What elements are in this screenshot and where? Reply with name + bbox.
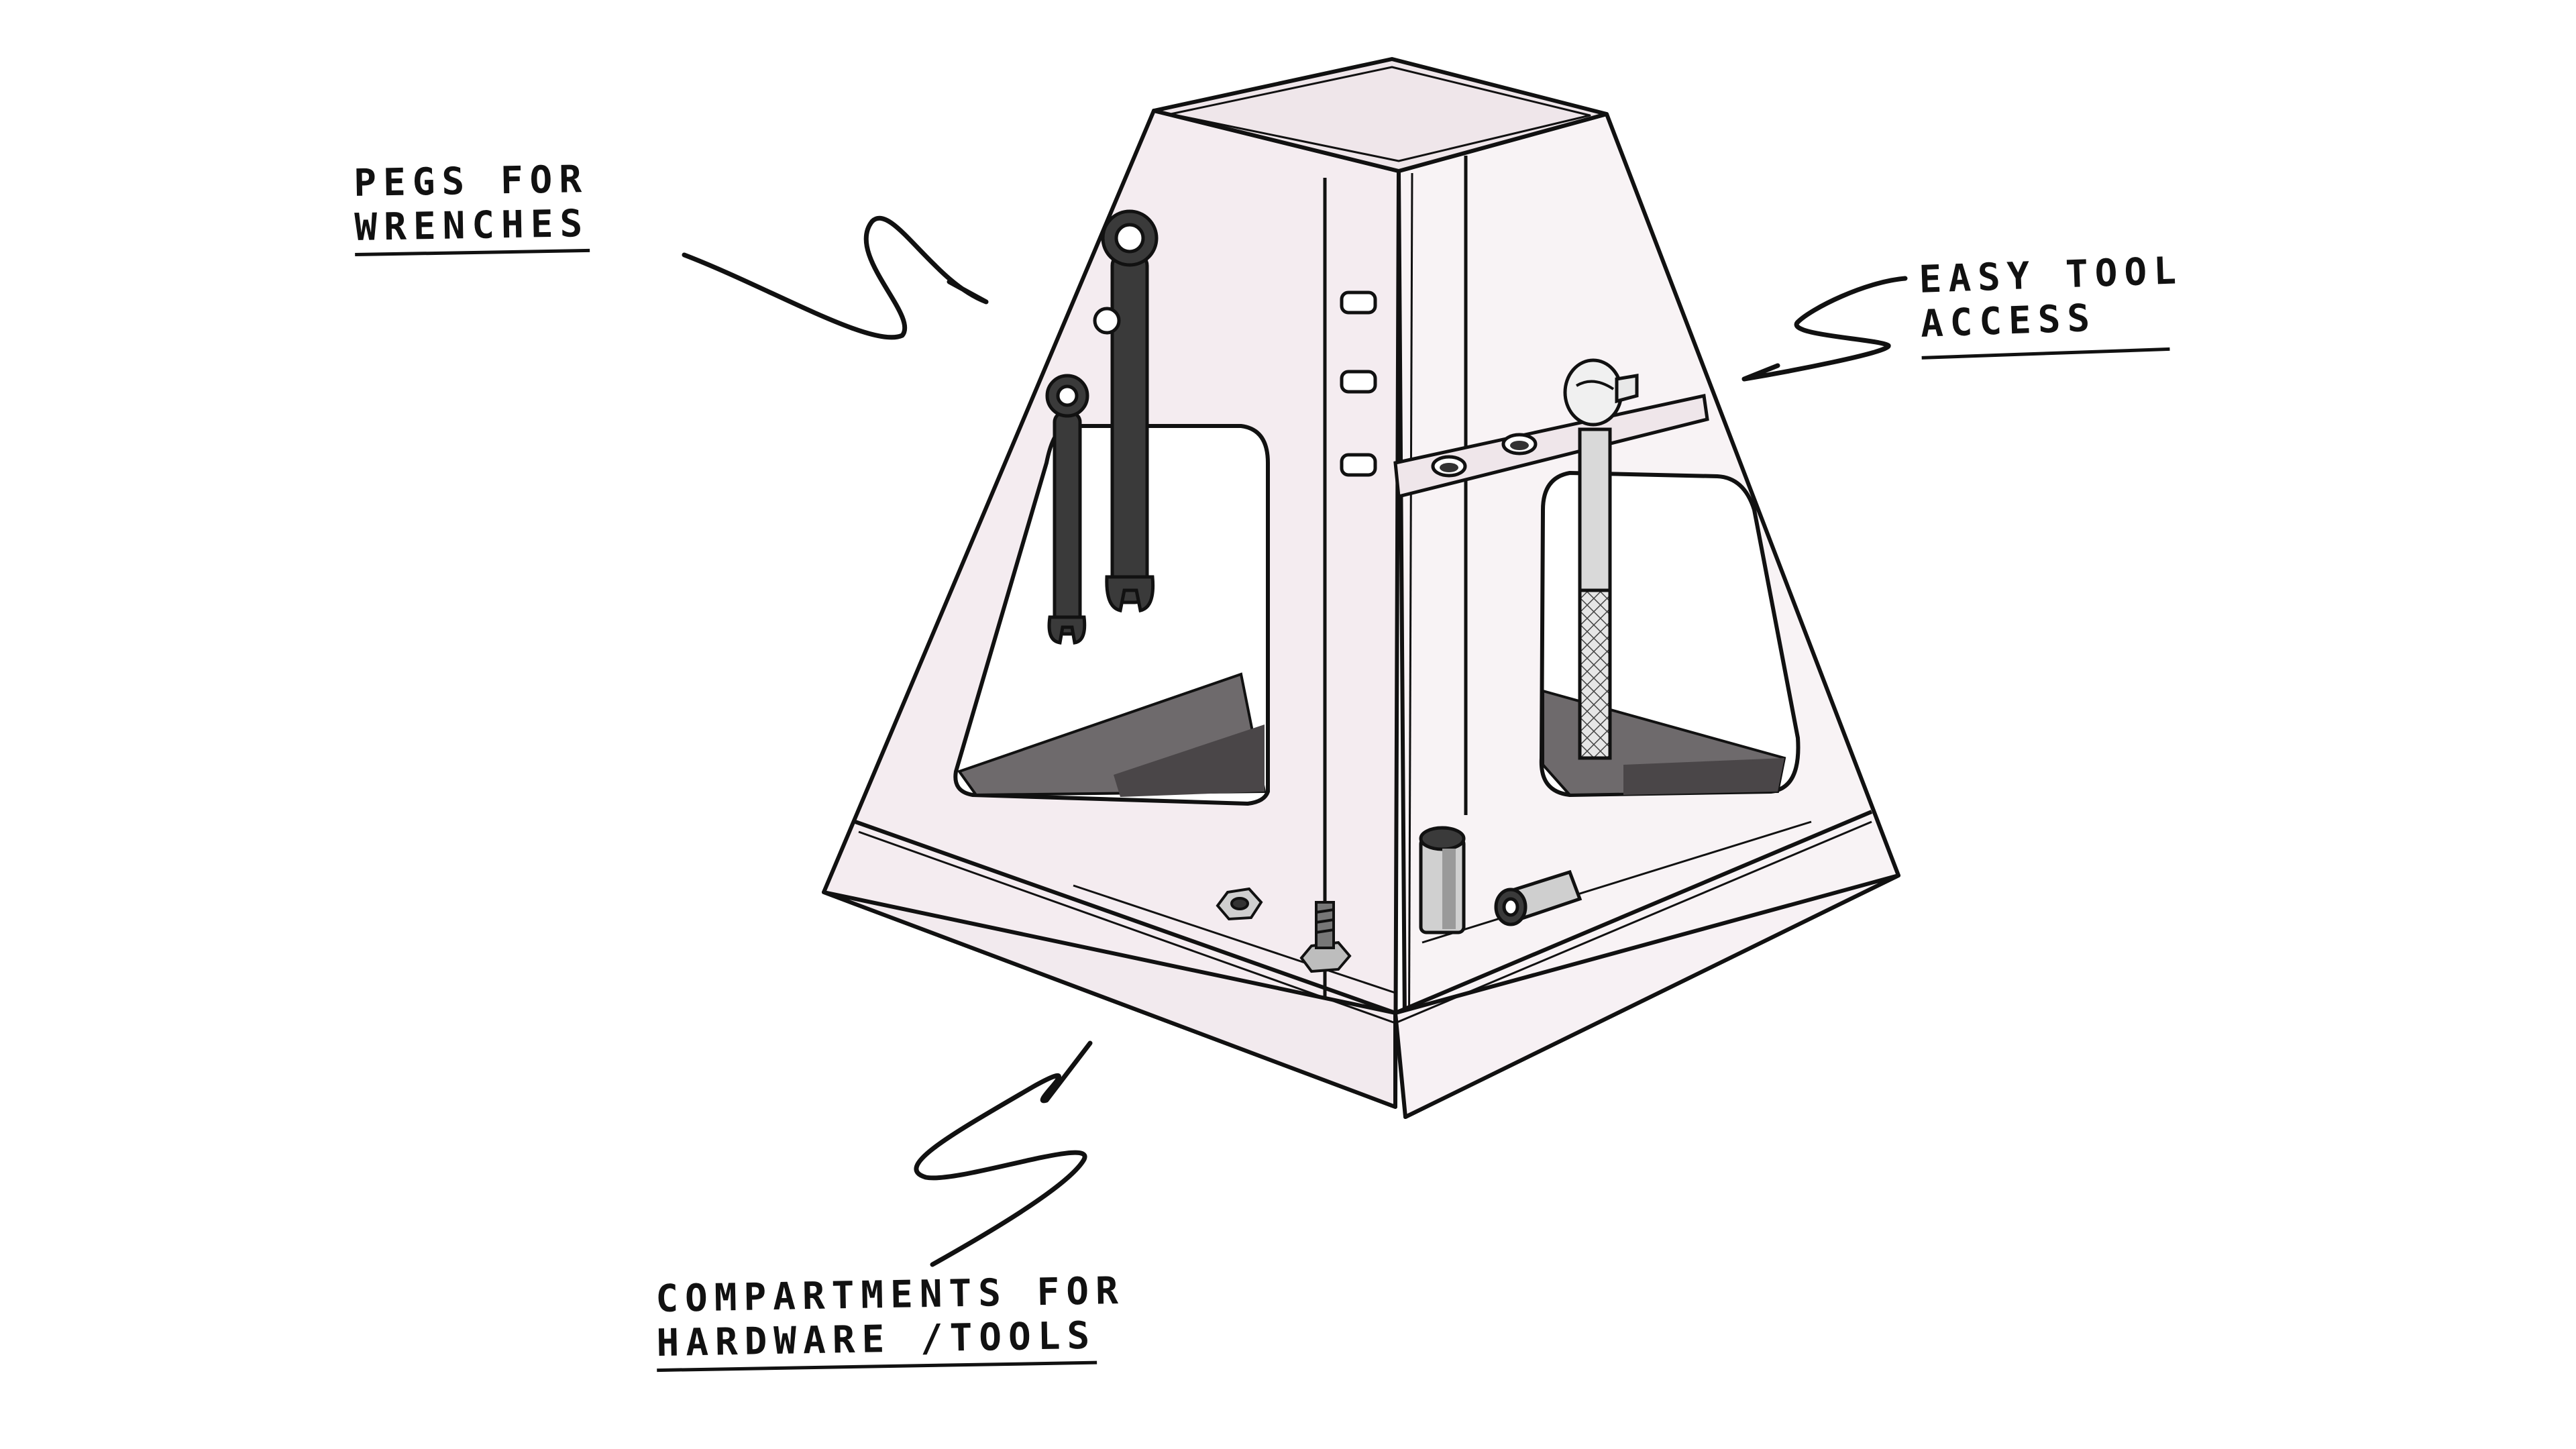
compartments-callout-label: COMPARTMENTS FOR HARDWARE /TOOLS <box>655 1269 1126 1373</box>
left-compartment-window <box>953 424 1270 806</box>
spine-slots <box>1340 290 1377 477</box>
wrench-peg <box>1093 307 1121 335</box>
top-lid <box>1152 57 1609 173</box>
hex-nut <box>1216 887 1263 921</box>
wrench-small <box>1045 374 1089 645</box>
caddy-base <box>822 810 1900 1119</box>
pegs-label-line2: WRENCHES <box>354 201 590 257</box>
socket-upright <box>1419 826 1466 934</box>
center-divider <box>1323 156 1468 1111</box>
top-lid-inner <box>1169 66 1591 162</box>
compartments-label-line2: HARDWARE /TOOLS <box>655 1313 1097 1373</box>
pegs-callout-arrow <box>682 215 989 340</box>
access-callout-arrow <box>1741 276 1908 382</box>
pegs-label-line1: PEGS FOR <box>353 157 589 206</box>
compartments-label-line1: COMPARTMENTS FOR <box>655 1269 1126 1322</box>
access-callout-label: EASY TOOL ACCESS <box>1918 249 2185 360</box>
bolt <box>1299 901 1352 973</box>
callout-arrows <box>682 215 1908 1267</box>
wrench-large <box>1101 209 1159 613</box>
compartments-callout-arrow <box>914 1040 1093 1267</box>
screwdriver <box>1563 358 1639 760</box>
socket-lying <box>1494 869 1582 926</box>
access-label-line1: EASY TOOL <box>1918 249 2184 302</box>
pegs-callout-label: PEGS FOR WRENCHES <box>353 157 590 257</box>
access-label-line2: ACCESS <box>1919 296 2098 346</box>
